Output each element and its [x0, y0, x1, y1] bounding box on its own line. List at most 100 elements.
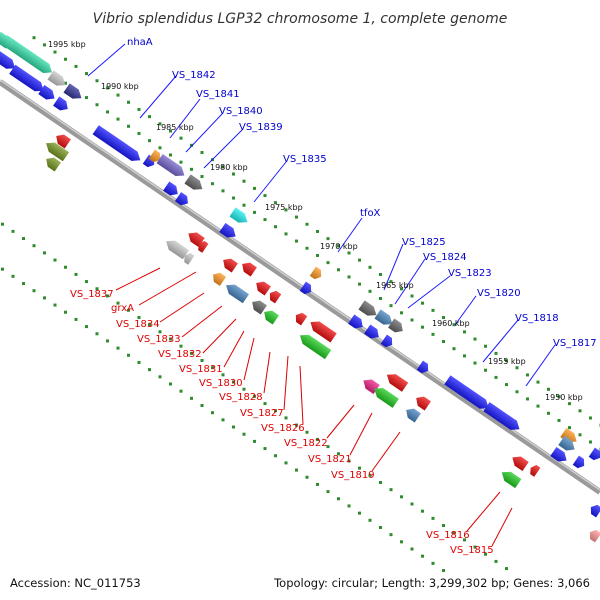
gene-arrow-shade	[558, 435, 575, 451]
gene-label-VS_1820[interactable]: VS_1820	[477, 288, 521, 299]
tick-dot	[137, 315, 141, 319]
gene-arrow[interactable]	[0, 31, 17, 52]
gene-arrow[interactable]	[47, 70, 68, 89]
gene-arrow[interactable]	[220, 256, 238, 273]
gene-label-VS_1840[interactable]: VS_1840	[219, 106, 263, 117]
gene-label-VS_1826[interactable]: VS_1826	[261, 423, 305, 434]
gene-arrow[interactable]	[587, 528, 600, 543]
tick-dot	[127, 353, 130, 357]
gene-arrow[interactable]	[239, 260, 257, 277]
gene-arrow[interactable]	[92, 125, 144, 165]
gene-label-VS_1818[interactable]: VS_1818	[515, 313, 559, 324]
gene-label-VS_1825[interactable]: VS_1825	[402, 237, 446, 248]
gene-arrow[interactable]	[293, 311, 308, 326]
gene-arrow[interactable]	[299, 281, 314, 297]
gene-label-VS_1833[interactable]: VS_1833	[137, 334, 181, 345]
gene-arrow[interactable]	[174, 192, 191, 208]
gene-label-VS_1841[interactable]: VS_1841	[196, 89, 240, 100]
gene-label-VS_1816[interactable]: VS_1816	[426, 530, 470, 541]
gene-arrow[interactable]	[156, 153, 188, 180]
tick-dot	[263, 402, 267, 406]
gene-arrow[interactable]	[63, 83, 84, 102]
gene-label-VS_1823[interactable]: VS_1823	[448, 268, 492, 279]
gene-arrow[interactable]	[528, 463, 541, 477]
gene-arrow[interactable]	[182, 251, 195, 265]
gene-arrow[interactable]	[358, 300, 379, 319]
gene-label-VS_1819[interactable]: VS_1819	[331, 470, 375, 481]
gene-label-VS_1831[interactable]: VS_1831	[179, 364, 223, 375]
gene-arrow[interactable]	[148, 149, 163, 165]
gene-nhaA-region[interactable]	[0, 35, 55, 77]
kbp-tick-label: 1980 kbp	[210, 163, 248, 172]
gene-label-VS_1815[interactable]: VS_1815	[450, 545, 494, 556]
tick-dot	[232, 172, 235, 176]
gene-label-nhaA[interactable]: nhaA	[127, 37, 153, 48]
gene-label-VS_1837[interactable]: VS_1837	[70, 289, 114, 300]
tick-dot	[232, 380, 235, 384]
gene-arrow[interactable]	[219, 222, 238, 241]
gene-arrow[interactable]	[297, 331, 332, 360]
gene-arrow[interactable]	[307, 318, 337, 343]
gene-arrow[interactable]	[588, 503, 600, 518]
gene-label-VS_1830[interactable]: VS_1830	[199, 378, 243, 389]
gene-arrow[interactable]	[53, 132, 71, 149]
gene-arrow[interactable]	[253, 279, 271, 296]
gene-label-VS_1821[interactable]: VS_1821	[308, 454, 352, 465]
tick-dot	[116, 93, 120, 97]
gene-arrow[interactable]	[0, 51, 18, 72]
gene-arrow[interactable]	[267, 289, 282, 304]
gene-arrow[interactable]	[223, 281, 250, 304]
gene-arrow[interactable]	[374, 309, 395, 328]
gene-arrow[interactable]	[509, 453, 529, 472]
gene-arrow[interactable]	[309, 266, 324, 282]
gene-label-VS_1827[interactable]: VS_1827	[240, 408, 284, 419]
gene-label-VS_1822[interactable]: VS_1822	[284, 438, 328, 449]
gene-arrow[interactable]	[416, 360, 431, 376]
kbp-tick-label: 1985 kbp	[156, 123, 194, 132]
gene-arrow[interactable]	[9, 64, 47, 96]
gene-label-VS_1828[interactable]: VS_1828	[219, 392, 263, 403]
gene-arrow[interactable]	[43, 139, 70, 162]
gene-label-tfoX[interactable]: tfoX	[360, 208, 381, 219]
tick-dot	[473, 361, 477, 365]
gene-arrow[interactable]	[384, 370, 409, 392]
gene-arrow[interactable]	[184, 174, 205, 193]
gene-label-VS_1824[interactable]: VS_1824	[423, 252, 467, 263]
gene-arrow[interactable]	[444, 375, 491, 412]
tick-dot	[1, 222, 4, 226]
gene-label-VS_1835[interactable]: VS_1835	[283, 154, 327, 165]
gene-label-VS_1832[interactable]: VS_1832	[158, 349, 202, 360]
gene-label-VS_1839[interactable]: VS_1839	[239, 122, 283, 133]
gene-arrow[interactable]	[364, 324, 382, 342]
tick-dot	[358, 466, 361, 470]
gene-arrow[interactable]	[196, 239, 209, 253]
gene-arrow[interactable]	[371, 384, 399, 408]
gene-label-grxA[interactable]: grxA	[111, 303, 134, 314]
gene-arrow[interactable]	[348, 314, 366, 332]
gene-arrow[interactable]	[413, 394, 431, 411]
gene-arrow[interactable]	[210, 270, 227, 286]
gene-arrow[interactable]	[483, 402, 522, 434]
gene-arrow[interactable]	[163, 181, 181, 199]
gene-arrow[interactable]	[163, 237, 190, 260]
gene-arrow[interactable]	[380, 334, 395, 350]
gene-arrow[interactable]	[229, 207, 250, 226]
gene-arrow[interactable]	[249, 298, 267, 315]
gene-arrow[interactable]	[558, 435, 577, 454]
gene-arrow[interactable]	[499, 468, 522, 489]
gene-arrow[interactable]	[53, 96, 71, 114]
tick-dot	[169, 382, 172, 386]
gene-arrow[interactable]	[261, 308, 279, 325]
gene-label-VS_1817[interactable]: VS_1817	[553, 338, 597, 349]
gene-arrow[interactable]	[588, 447, 600, 463]
gene-arrow[interactable]	[572, 455, 587, 471]
tick-dot	[232, 425, 235, 429]
gene-arrow[interactable]	[403, 406, 421, 423]
tick-dot	[505, 359, 508, 363]
gene-arrow[interactable]	[43, 155, 61, 172]
gene-arrow[interactable]	[388, 318, 406, 336]
gene-arrow[interactable]	[550, 446, 569, 465]
gene-arrow[interactable]	[38, 84, 57, 103]
gene-label-VS_1842[interactable]: VS_1842	[172, 70, 216, 81]
gene-label-VS_1834[interactable]: VS_1834	[116, 319, 160, 330]
